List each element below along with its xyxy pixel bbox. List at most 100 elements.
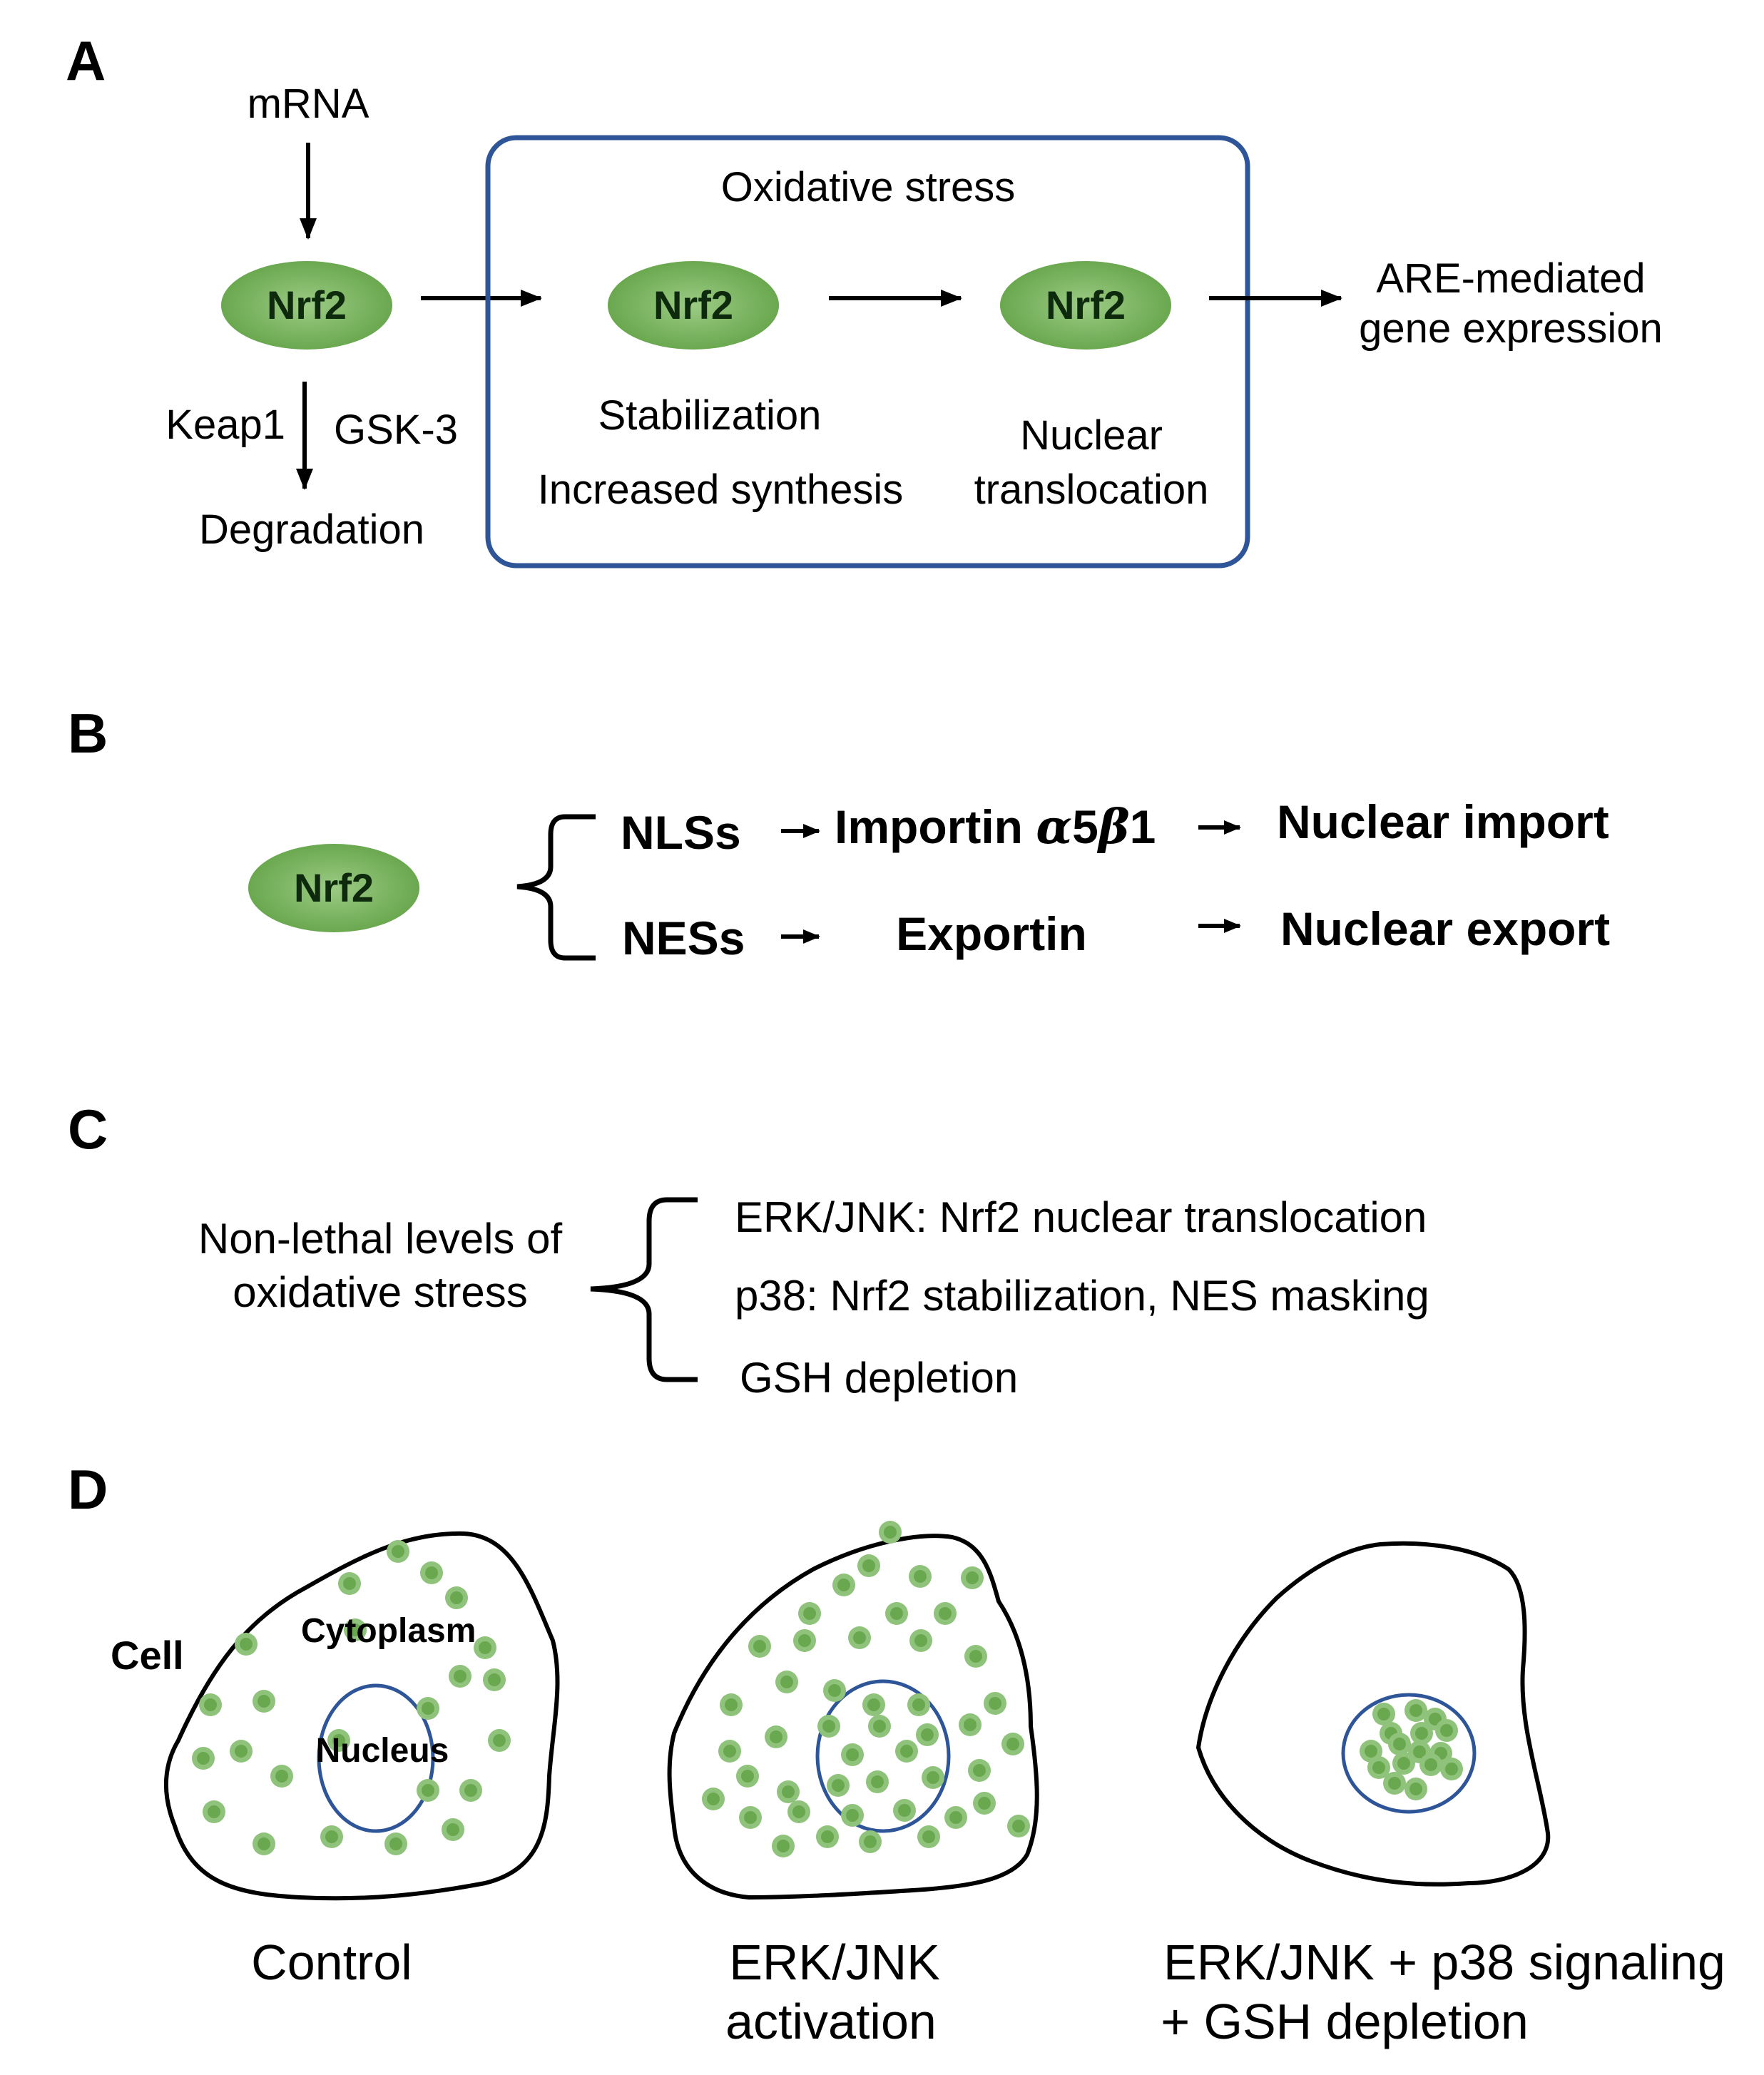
nrf2-dot-core [235, 1745, 248, 1758]
nrf2-dot-core [1377, 1708, 1390, 1720]
cell-combined: ERK/JNK + p38 signaling + GSH depletion [1161, 1541, 1725, 2049]
nrf2-dot-core [853, 1631, 866, 1644]
nrf2-dot-core [921, 1728, 934, 1741]
nrf2-dots-erk-jnk [702, 1521, 1030, 1857]
caption-erk-jnk-line2: activation [725, 1994, 937, 2049]
nrf2-oval-nuclear [1000, 261, 1171, 350]
nrf2-dot-core [454, 1670, 467, 1683]
nrf2-dot-core [1012, 1820, 1025, 1832]
nrf2-dot-core [798, 1634, 811, 1647]
nrf2-dot-core [1429, 1713, 1442, 1725]
nucleus-combined [1341, 1693, 1477, 1814]
nrf2-dot-core [884, 1526, 897, 1539]
nrf2-dot-core [873, 1720, 886, 1733]
nrf2-dot-core [914, 1570, 927, 1583]
nrf2-dot-core [349, 1623, 362, 1636]
nrf2-dot-core [1415, 1727, 1428, 1740]
nrf2-dot-core [1409, 1704, 1422, 1717]
nrf2-dot-core [964, 1718, 977, 1731]
nrf2-dot-core [741, 1770, 754, 1783]
nrf2-dot-core [753, 1640, 766, 1653]
nrf2-dot-core [422, 1702, 434, 1715]
nrf2-dot-core [479, 1641, 491, 1654]
stabilization-label: Stabilization [598, 392, 822, 439]
nrf2-oval-stabilized [608, 261, 779, 350]
nucleus-erk-jnk [815, 1679, 951, 1833]
nrf2-dot-core [846, 1748, 859, 1761]
nrf2-dot-core [777, 1840, 790, 1852]
nrf2-dot-core [803, 1607, 816, 1620]
effect-erk-jnk: ERK/JNK: Nrf2 nuclear translocation [735, 1193, 1427, 1241]
nrf2-dot-core [782, 1785, 795, 1798]
mrna-label: mRNA [248, 81, 369, 127]
nrf2-dot-core [969, 1650, 982, 1663]
nrf2-dot-core [770, 1730, 782, 1743]
nrf2-dot-core [258, 1695, 270, 1708]
cell-erk-jnk: ERK/JNK activation [667, 1521, 1039, 2049]
nuclear-export-label: Nuclear export [1280, 902, 1610, 955]
nrf2-nuclear-label: Nrf2 [1046, 282, 1126, 327]
brace-c [590, 1197, 698, 1382]
nrf2-dot-core [392, 1545, 404, 1558]
nrf2-dot-core [725, 1698, 738, 1711]
nrf2-dot-core [832, 1779, 845, 1792]
exportin-label: Exportin [896, 907, 1087, 960]
nrf2-dot-core [425, 1566, 438, 1579]
increased-synthesis-label: Increased synthesis [538, 467, 904, 513]
nrf2-dot-core [1393, 1738, 1406, 1750]
caption-combined-line2: + GSH depletion [1161, 1994, 1529, 2049]
nrf2-dot-core [966, 1571, 979, 1584]
nrf2-oval-basal [221, 261, 392, 350]
importin-label: Importin α5β1 [835, 799, 1156, 855]
gsk3-label: GSK-3 [334, 407, 458, 453]
nrf2-dot-core [871, 1775, 884, 1788]
nrf2-dot-core [1006, 1738, 1019, 1750]
nrf2-dot-core [450, 1591, 463, 1604]
nuclear-import-label: Nuclear import [1277, 795, 1609, 848]
panel-a-letter: A [66, 29, 106, 92]
nrf2-dot-core [422, 1784, 434, 1797]
caption-combined-line1: ERK/JNK + p38 signaling [1163, 1934, 1725, 1990]
nrf2-dot-core [325, 1830, 338, 1843]
nrf2-dot-core [1372, 1761, 1385, 1774]
nrf2-dot-core [912, 1698, 925, 1711]
nrf2-dot-core [898, 1804, 911, 1817]
nrf2-dot-core [973, 1764, 986, 1777]
oxidative-stress-title: Oxidative stress [721, 164, 1016, 210]
translocation-label: translocation [974, 467, 1209, 513]
nrf2-dot-core [939, 1607, 952, 1620]
nrf2-dot-core [744, 1811, 757, 1824]
nrf2-dot-core [240, 1638, 253, 1651]
nrf2-dot-core [978, 1797, 991, 1810]
keap1-label: Keap1 [165, 402, 285, 448]
nrf2-dot-core [447, 1823, 459, 1836]
nrf2-dot-core [822, 1720, 835, 1733]
nrf2-dot-core [989, 1697, 1001, 1710]
cell-control: Cell Cytoplasm Nucleus Control [111, 1531, 560, 1990]
nrf2-dot-core [1413, 1745, 1426, 1758]
nrf2-stabilized-label: Nrf2 [653, 282, 733, 327]
nrf2-basal-label: Nrf2 [267, 282, 347, 327]
nrf2-dot-core [1409, 1783, 1422, 1795]
nucleus-control [317, 1683, 435, 1833]
nrf2-dot-core [846, 1809, 859, 1822]
nrf2-dot-core [821, 1830, 834, 1843]
nrf2-dot-core [389, 1837, 402, 1850]
nrf2-dot-core [1424, 1758, 1437, 1771]
cytoplasm-label: Cytoplasm [301, 1612, 476, 1650]
nrf2-dot-core [914, 1634, 927, 1647]
gene-expression-label: gene expression [1359, 305, 1663, 352]
nrf2-dots-combined [1360, 1699, 1463, 1800]
nrf2-dot-core [927, 1771, 939, 1784]
are-mediated-label: ARE-mediated [1376, 255, 1645, 302]
nrf2-dot-core [707, 1793, 720, 1805]
nrf2-dot-core [792, 1805, 805, 1818]
nrf2-dot-core [488, 1673, 501, 1686]
nrf2-dot-core [867, 1698, 880, 1711]
nrf2-dot-core [780, 1676, 793, 1688]
nrf2-dot-core [275, 1770, 288, 1783]
oxidative-stress-box [485, 135, 1250, 569]
panel-b-letter: B [68, 702, 108, 765]
nrf2-dot-core [332, 1734, 345, 1747]
nrf2-dot-core [1445, 1763, 1458, 1775]
